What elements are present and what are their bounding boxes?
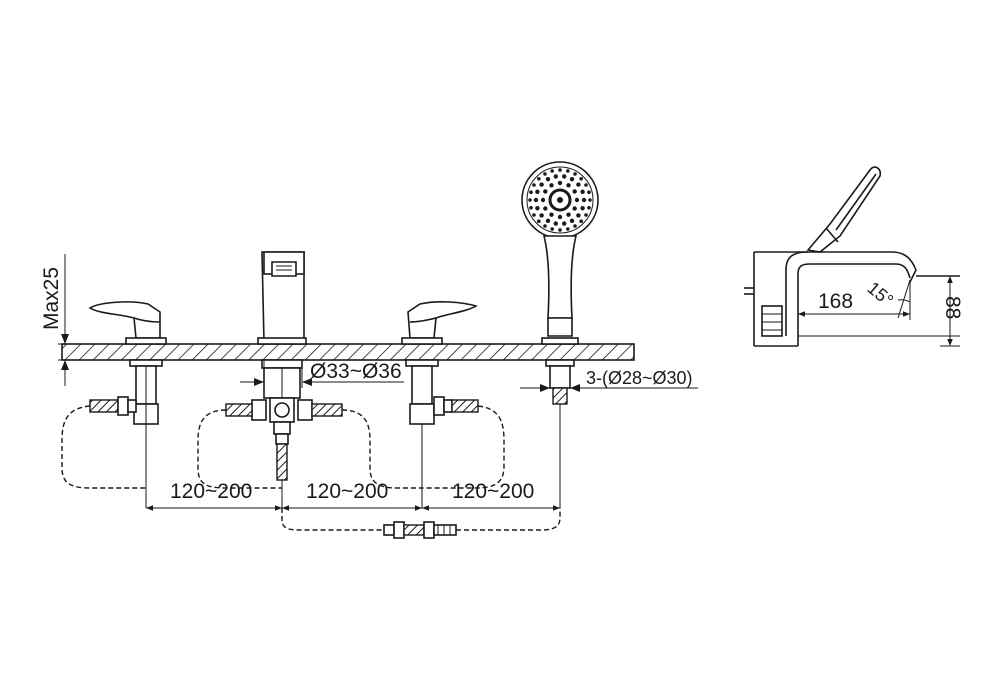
nozzle-dot bbox=[566, 227, 570, 231]
nozzle-dot bbox=[579, 219, 583, 223]
max-deck-label: Max25 bbox=[40, 267, 63, 330]
nozzle-dot bbox=[553, 221, 558, 226]
bath-spout bbox=[257, 251, 307, 399]
nozzle-dot bbox=[553, 174, 558, 179]
nozzle-dot bbox=[543, 172, 547, 176]
spacing-dimension-2: 120~200 bbox=[282, 480, 422, 511]
max-deck-dimension: Max25 bbox=[40, 254, 72, 386]
center-diverter bbox=[225, 397, 343, 508]
spout-reach-dimension: 168 bbox=[798, 290, 910, 317]
nozzle-dot bbox=[557, 214, 563, 220]
spacing-3-label: 120~200 bbox=[452, 480, 534, 503]
nozzle-dot bbox=[540, 197, 546, 203]
spout-angle-label: 15° bbox=[863, 278, 897, 311]
nozzle-dot bbox=[557, 180, 563, 186]
inline-connector bbox=[383, 521, 457, 539]
nozzle-dot bbox=[543, 206, 548, 211]
nozzle-dot bbox=[569, 177, 575, 182]
nozzle-dot bbox=[539, 213, 544, 218]
nozzle-dot bbox=[566, 183, 571, 188]
nozzle-dot bbox=[562, 221, 567, 226]
nozzle-dot bbox=[573, 172, 577, 176]
nozzle-dot bbox=[562, 174, 567, 179]
nozzle-dot bbox=[580, 189, 585, 194]
spacing-2-label: 120~200 bbox=[306, 480, 388, 503]
nozzle-dot bbox=[576, 213, 581, 218]
hose-routes bbox=[61, 405, 561, 531]
nozzle-dot bbox=[566, 212, 571, 217]
right-valve-hose bbox=[433, 396, 479, 416]
spacing-dimension-3: 120~200 bbox=[422, 480, 560, 511]
spout-height-label: 88 bbox=[941, 296, 964, 319]
side-view bbox=[744, 166, 960, 347]
nozzle-dot bbox=[537, 177, 541, 181]
hole-diameter-dimension: Ø33~Ø36 bbox=[240, 360, 404, 388]
deck-section bbox=[61, 343, 635, 361]
hole-diameter-label: Ø33~Ø36 bbox=[310, 360, 402, 383]
nozzle-dot bbox=[532, 213, 536, 217]
handshower-hole-dimension: 3-(Ø28~Ø30) bbox=[520, 368, 698, 392]
nozzle-dot bbox=[572, 189, 577, 194]
nozzle-dot bbox=[584, 183, 588, 187]
nozzle-dot bbox=[573, 224, 577, 228]
nozzle-dot bbox=[549, 212, 554, 217]
nozzle-dot bbox=[529, 190, 533, 194]
left-valve-handle bbox=[88, 301, 167, 508]
nozzle-dot bbox=[550, 169, 554, 173]
nozzle-dot bbox=[535, 206, 540, 211]
nozzle-dot bbox=[537, 219, 541, 223]
nozzle-dot bbox=[528, 198, 532, 202]
nozzle-dot bbox=[581, 197, 587, 203]
nozzle-dot bbox=[584, 213, 588, 217]
nozzle-dot bbox=[549, 183, 554, 188]
nozzle-dot bbox=[529, 206, 533, 210]
nozzle-dot bbox=[543, 224, 547, 228]
nozzle-dot bbox=[588, 198, 592, 202]
nozzle-dot bbox=[580, 206, 585, 211]
nozzle-dot bbox=[550, 227, 554, 231]
nozzle-dot bbox=[545, 177, 551, 182]
nozzle-dot bbox=[558, 228, 562, 232]
hand-shower bbox=[521, 161, 599, 508]
spacing-1-label: 120~200 bbox=[170, 480, 252, 503]
nozzle-dot bbox=[569, 218, 575, 223]
shower-nozzles bbox=[528, 168, 592, 232]
nozzle-dot bbox=[533, 197, 539, 203]
left-valve-hose bbox=[89, 396, 137, 416]
nozzle-dot bbox=[545, 218, 551, 223]
spout-height-dimension: 88 bbox=[940, 276, 964, 347]
nozzle-dot bbox=[576, 182, 581, 187]
nozzle-dot bbox=[558, 168, 562, 172]
spout-reach-label: 168 bbox=[818, 290, 853, 313]
nozzle-dot bbox=[539, 182, 544, 187]
nozzle-dot bbox=[579, 177, 583, 181]
nozzle-dot bbox=[587, 190, 591, 194]
nozzle-dot bbox=[572, 206, 577, 211]
nozzle-dot bbox=[574, 197, 580, 203]
nozzle-dot bbox=[566, 169, 570, 173]
nozzle-dot bbox=[535, 189, 540, 194]
nozzle-dot bbox=[543, 189, 548, 194]
nozzle-dot bbox=[532, 183, 536, 187]
handshower-hole-label: 3-(Ø28~Ø30) bbox=[586, 368, 693, 388]
spacing-dimension-1: 120~200 bbox=[146, 480, 282, 511]
nozzle-dot bbox=[587, 206, 591, 210]
